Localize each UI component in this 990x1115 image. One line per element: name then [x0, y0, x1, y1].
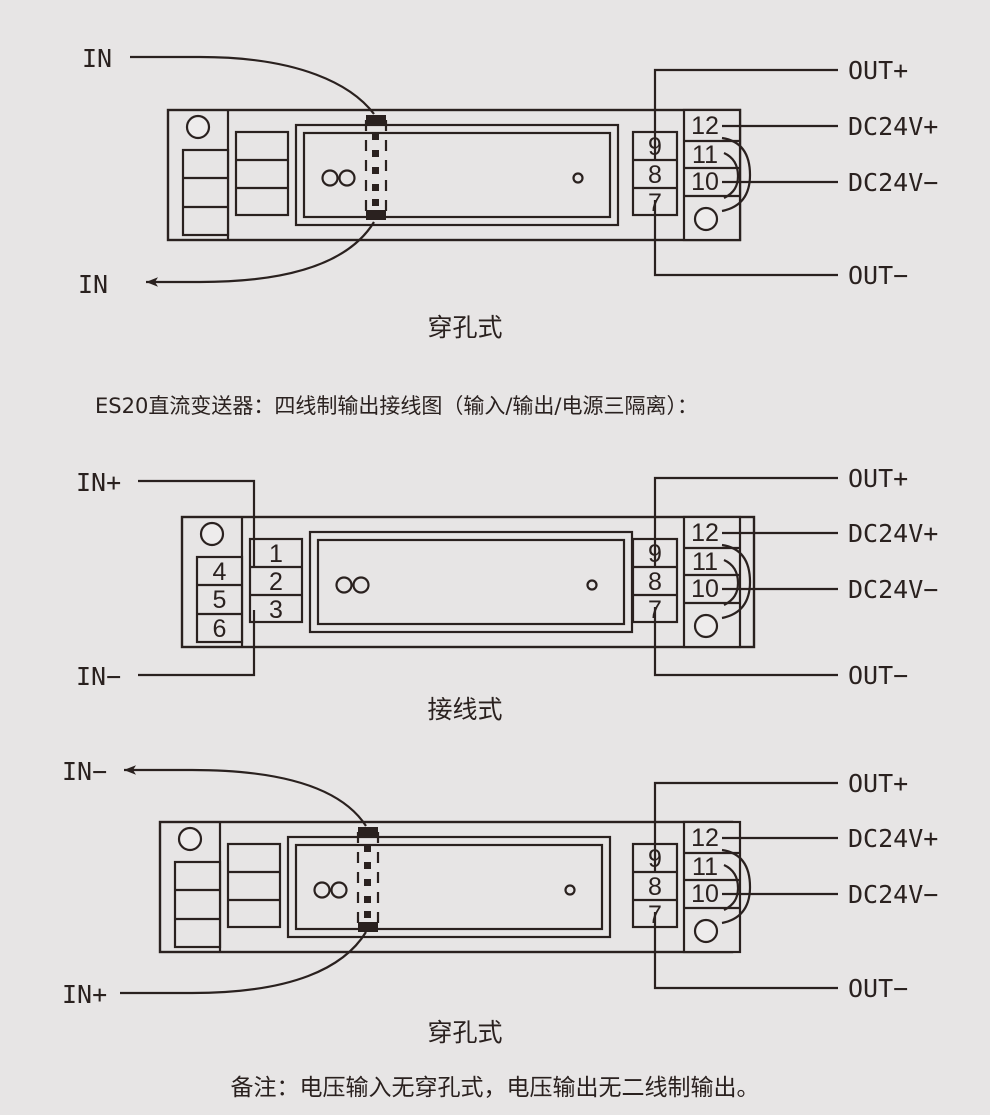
diagram-1-graphics: [130, 55, 838, 287]
diagram-3-dc24v-minus-label: DC24V−: [848, 880, 939, 909]
diagram-3-terminal-11: 11: [692, 853, 718, 881]
diagram-3-terminal-8: 8: [648, 873, 662, 901]
diagram-2-dc24v-minus-label: DC24V−: [848, 575, 939, 604]
diagram-2-terminal-6: 6: [212, 615, 227, 643]
diagram-2-terminal-3: 3: [269, 596, 283, 624]
diagram-3-terminal-10: 10: [691, 880, 719, 908]
diagram-1-terminal-7: 7: [648, 189, 662, 217]
diagram-2-terminal-8: 8: [648, 568, 662, 596]
diagram-3-out-plus-label: OUT+: [848, 769, 909, 798]
diagram-1-terminal-9: 9: [648, 133, 662, 161]
diagram-3-out-minus-label: OUT−: [848, 974, 909, 1003]
diagram-2-terminal-4: 4: [212, 558, 227, 586]
diagram-1-caption: 穿孔式: [427, 313, 503, 342]
diagram-1-terminal-8: 8: [648, 161, 662, 189]
diagram-2-terminal-1: 1: [269, 540, 283, 568]
diagram-3-terminal-12: 12: [691, 824, 719, 852]
diagram-3-in-minus-label: IN−: [62, 757, 108, 786]
diagram-2-terminal-5: 5: [212, 586, 227, 614]
diagram-2-in-plus-label: IN+: [76, 468, 122, 497]
diagram-3-dc24v-plus-label: DC24V+: [848, 824, 939, 853]
section-heading: ES20直流变送器：四线制输出接线图（输入/输出/电源三隔离）：: [95, 394, 698, 418]
diagram-1-terminal-10: 10: [691, 168, 719, 196]
diagram-2-terminal-9: 9: [648, 540, 662, 568]
diagram-2-out-minus-label: OUT−: [848, 661, 909, 690]
diagram-2-terminal-11: 11: [692, 548, 718, 576]
diagram-2-graphics: [138, 476, 838, 677]
diagram-1-in-bottom-label: IN: [78, 270, 109, 299]
diagram-2-caption: 接线式: [427, 695, 503, 724]
diagram-2-terminal-12: 12: [691, 519, 719, 547]
diagram-2-terminal-10: 10: [691, 575, 719, 603]
diagram-3-caption: 穿孔式: [427, 1018, 503, 1047]
diagram-2-in-minus-label: IN−: [76, 662, 122, 691]
diagram-2-terminal-7: 7: [648, 596, 662, 624]
diagram-3-in-plus-label: IN+: [62, 980, 108, 1009]
diagram-2-terminal-2: 2: [269, 568, 283, 596]
diagram-1-dc24v-minus-label: DC24V−: [848, 168, 939, 197]
diagram-1-out-minus-label: OUT−: [848, 261, 909, 290]
diagram-1-terminal-12: 12: [691, 112, 719, 140]
diagram-3-terminal-7: 7: [648, 901, 662, 929]
diagram-3-graphics: [120, 765, 838, 995]
diagram-2-out-plus-label: OUT+: [848, 464, 909, 493]
footer-note: 备注：电压输入无穿孔式，电压输出无二线制输出。: [230, 1075, 760, 1101]
diagram-1-dc24v-plus-label: DC24V+: [848, 112, 939, 141]
diagram-3-terminal-9: 9: [648, 845, 662, 873]
diagram-2-dc24v-plus-label: DC24V+: [848, 519, 939, 548]
diagram-1-out-plus-label: OUT+: [848, 56, 909, 85]
diagram-1-in-top-label: IN: [82, 44, 113, 73]
diagram-1-terminal-11: 11: [692, 141, 718, 169]
